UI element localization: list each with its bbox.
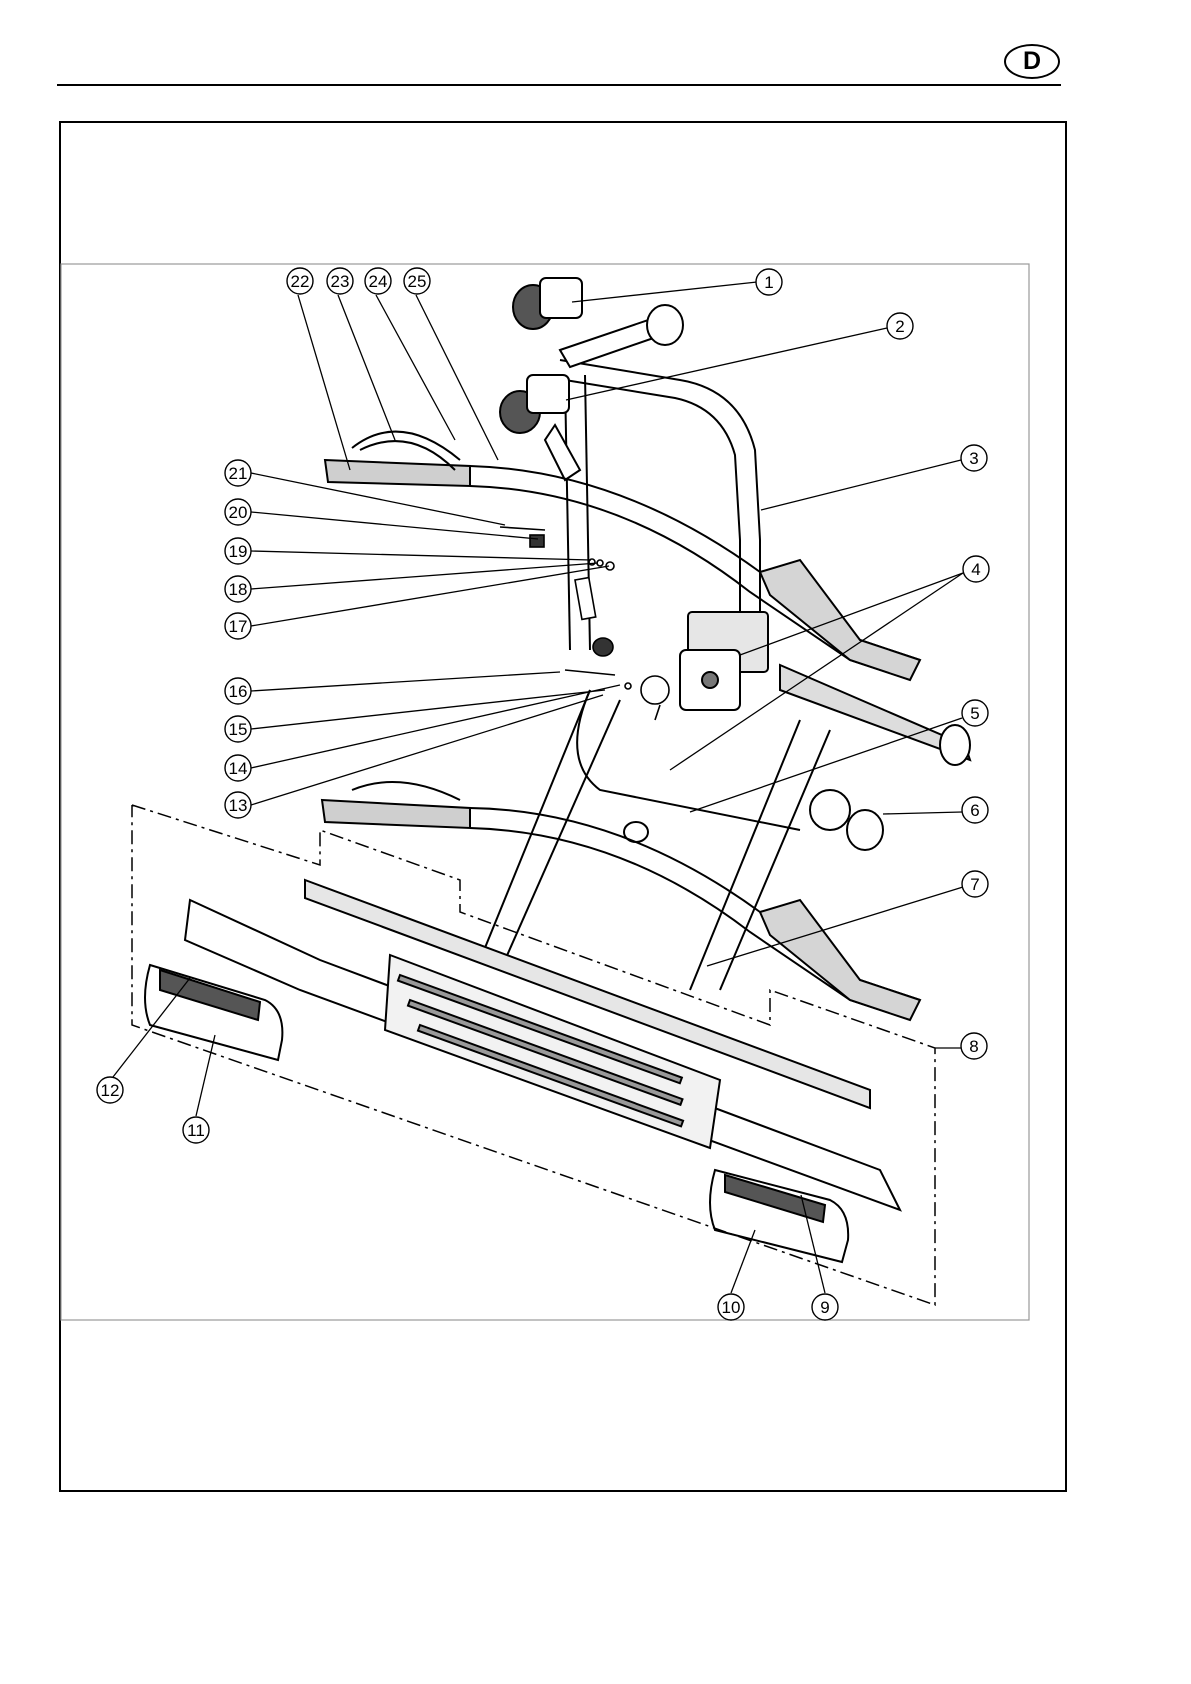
callout-19: 19	[225, 538, 251, 564]
svg-text:11: 11	[187, 1121, 205, 1140]
svg-text:17: 17	[229, 617, 248, 636]
callout-4: 4	[963, 556, 989, 582]
callout-18: 18	[225, 576, 251, 602]
callout-20: 20	[225, 499, 251, 525]
clamp-heads	[500, 278, 683, 480]
svg-text:2: 2	[895, 317, 904, 336]
svg-text:14: 14	[229, 759, 248, 778]
callout-24: 24	[365, 268, 391, 294]
callout-10: 10	[718, 1294, 744, 1320]
callout-11: 11	[183, 1117, 209, 1143]
callout-9: 9	[812, 1294, 838, 1320]
callout-17: 17	[225, 613, 251, 639]
callout-23: 23	[327, 268, 353, 294]
svg-text:24: 24	[369, 272, 388, 291]
callout-15: 15	[225, 716, 251, 742]
callout-16: 16	[225, 678, 251, 704]
svg-text:15: 15	[229, 720, 248, 739]
leader-lines	[113, 282, 963, 1293]
svg-text:16: 16	[229, 682, 248, 701]
svg-text:5: 5	[970, 704, 979, 723]
svg-text:22: 22	[291, 272, 310, 291]
svg-text:18: 18	[229, 580, 248, 599]
callout-22: 22	[287, 268, 313, 294]
callout-14: 14	[225, 755, 251, 781]
figure-inner-border	[61, 264, 1029, 1320]
callout-1: 1	[756, 269, 782, 295]
svg-text:4: 4	[971, 560, 980, 579]
header-rule	[57, 84, 1061, 86]
callout-25: 25	[404, 268, 430, 294]
svg-text:9: 9	[820, 1298, 829, 1317]
svg-text:10: 10	[722, 1298, 741, 1317]
callout-21: 21	[225, 460, 251, 486]
svg-text:23: 23	[331, 272, 350, 291]
callout-13: 13	[225, 792, 251, 818]
callout-5: 5	[962, 700, 988, 726]
svg-text:3: 3	[969, 449, 978, 468]
exploded-view-diagram: 1 2 3 4 5 6 7 8 9 10 11 12 13 14 15	[60, 263, 1030, 1321]
callout-8: 8	[961, 1033, 987, 1059]
small-hardware	[500, 527, 669, 720]
svg-text:7: 7	[970, 875, 979, 894]
svg-text:21: 21	[229, 464, 248, 483]
svg-text:25: 25	[408, 272, 427, 291]
svg-text:19: 19	[229, 542, 248, 561]
svg-text:6: 6	[970, 801, 979, 820]
callout-6: 6	[962, 797, 988, 823]
callout-12: 12	[97, 1077, 123, 1103]
svg-text:1: 1	[764, 273, 773, 292]
svg-text:20: 20	[229, 503, 248, 522]
callout-3: 3	[961, 445, 987, 471]
callout-2: 2	[887, 313, 913, 339]
language-badge: D	[1004, 44, 1060, 79]
callout-7: 7	[962, 871, 988, 897]
svg-text:12: 12	[101, 1081, 120, 1100]
svg-text:8: 8	[969, 1037, 978, 1056]
svg-text:13: 13	[229, 796, 248, 815]
